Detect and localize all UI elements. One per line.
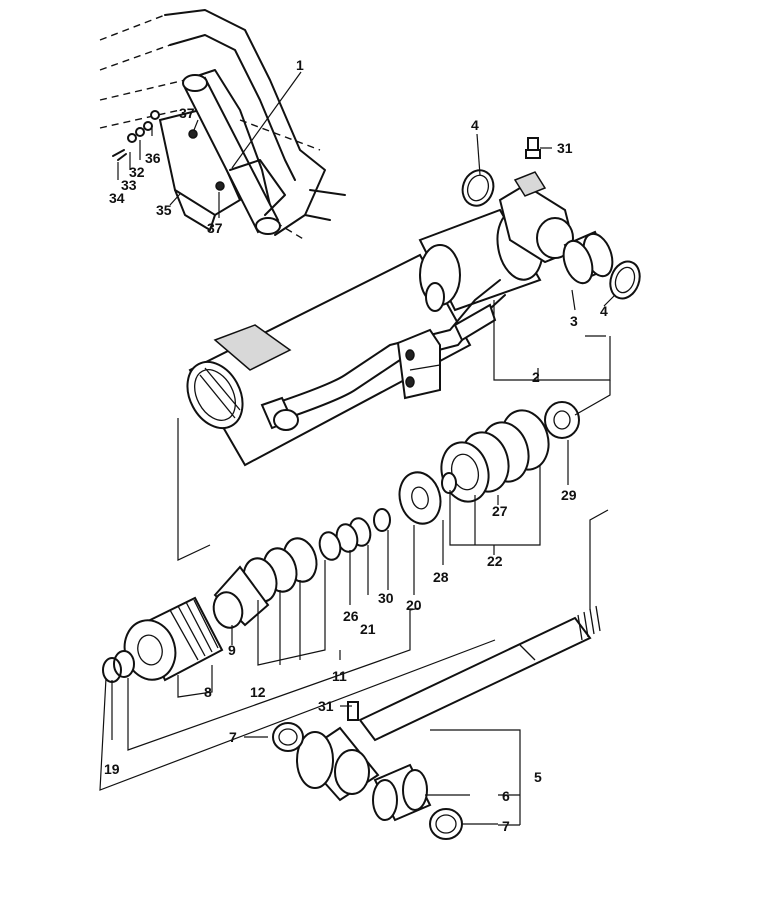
callout-7-left: 7 [229, 729, 237, 745]
callout-35: 35 [156, 202, 172, 218]
callout-31-bottom: 31 [318, 698, 334, 714]
callout-labels: 1 2 3 4 4 5 6 7 7 8 9 11 12 19 20 21 22 … [104, 57, 608, 834]
callout-34: 34 [109, 190, 125, 206]
cylinder-tube-assembly [186, 171, 577, 467]
callout-2: 2 [532, 369, 540, 385]
piston-seal-stack [102, 401, 580, 683]
callout-5: 5 [534, 769, 542, 785]
callout-37-bottom: 37 [207, 220, 223, 236]
callout-28: 28 [433, 569, 449, 585]
callout-33: 33 [121, 177, 137, 193]
callout-3: 3 [570, 313, 578, 329]
callout-30: 30 [378, 590, 394, 606]
callout-31-top: 31 [557, 140, 573, 156]
callout-6: 6 [502, 788, 510, 804]
callout-21: 21 [360, 621, 376, 637]
callout-29: 29 [561, 487, 577, 503]
callout-7-right: 7 [502, 818, 510, 834]
callout-19: 19 [104, 761, 120, 777]
callout-9: 9 [228, 642, 236, 658]
bushing-and-seals-top [461, 137, 641, 300]
callout-37-top: 37 [179, 105, 195, 121]
callout-36: 36 [145, 150, 161, 166]
callout-27: 27 [492, 503, 508, 519]
piston-rod-assembly [272, 605, 601, 840]
callout-26: 26 [343, 608, 359, 624]
callout-4-top: 4 [471, 117, 479, 133]
callout-22: 22 [487, 553, 503, 569]
callout-12: 12 [250, 684, 266, 700]
leader-lines [99, 71, 616, 826]
callout-4-right: 4 [600, 303, 608, 319]
callout-1: 1 [296, 57, 304, 73]
loader-boom-context [99, 9, 346, 241]
callout-11: 11 [332, 668, 347, 684]
callout-8: 8 [204, 684, 212, 700]
callout-20: 20 [406, 597, 422, 613]
callout-32: 32 [129, 164, 145, 180]
